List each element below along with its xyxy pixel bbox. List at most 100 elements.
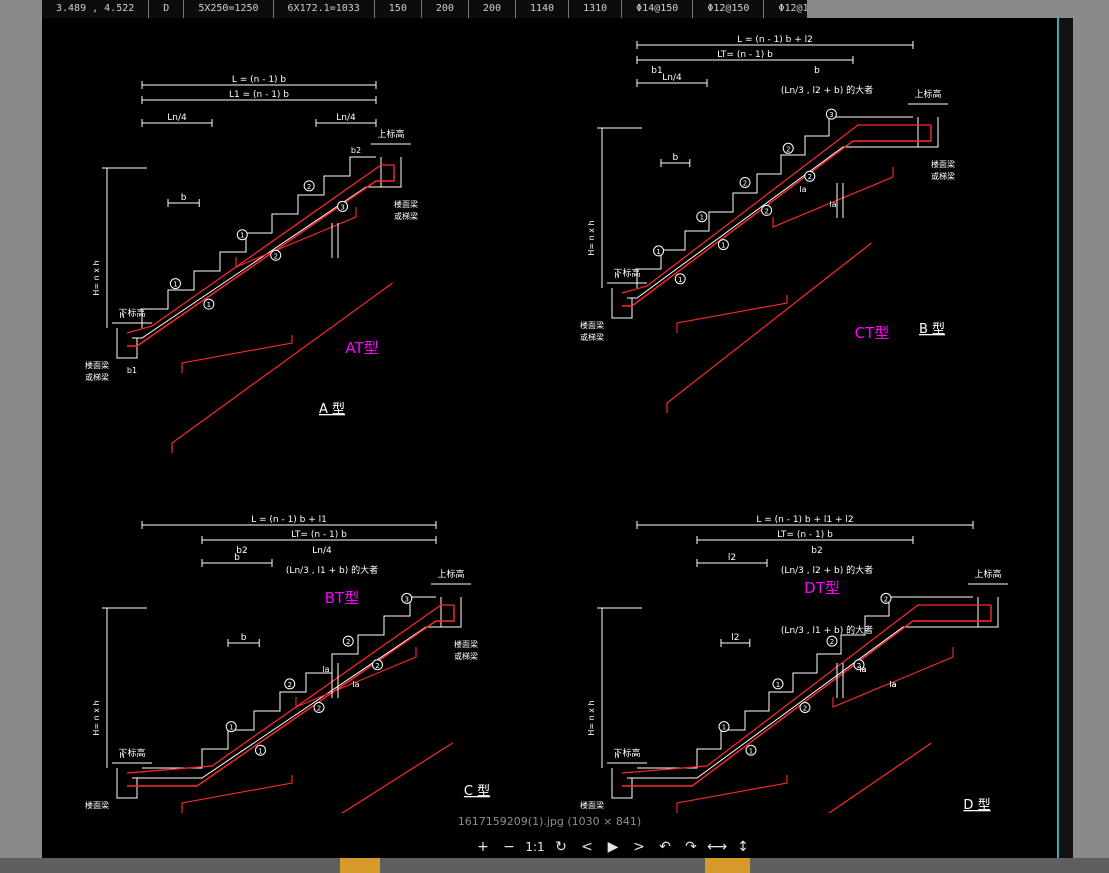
beam-label: 或梯梁 xyxy=(85,372,109,382)
panel-caption: B 型 xyxy=(919,322,945,337)
refresh-icon[interactable]: ↻ xyxy=(555,839,567,855)
dimension-label: (Ln/3 , l1 + b) 的大者 xyxy=(286,564,378,576)
rebar-marker-label: 2 xyxy=(764,207,768,215)
riser-label: h xyxy=(119,751,124,760)
viewer-toolbar: + − 1:1 ↻ < ▶ > ↶ ↷ ⟷ ↕ xyxy=(472,836,754,858)
rebar-marker xyxy=(772,678,784,690)
upper-elevation-label: 上标高 xyxy=(377,128,404,140)
height-label: H= n x h xyxy=(587,700,596,735)
header-cell: 200 xyxy=(422,0,469,18)
anchorage-label: la xyxy=(352,680,359,689)
beam-label: 楼面梁 xyxy=(394,199,418,209)
rebar-marker xyxy=(799,702,811,713)
rebar-marker xyxy=(718,721,730,733)
rebar-marker xyxy=(696,211,708,223)
zoom-out-button[interactable]: − xyxy=(503,839,515,855)
zoom-in-button[interactable]: + xyxy=(477,839,489,855)
rebar-bottom xyxy=(127,605,455,787)
rebar-marker-label: 1 xyxy=(700,214,704,222)
rebar-top xyxy=(126,164,394,334)
rebar-marker-label: 1 xyxy=(776,681,780,689)
header-cell: 200 xyxy=(469,0,516,18)
next-button[interactable]: > xyxy=(633,839,645,855)
beam-label: 楼面梁 xyxy=(580,800,604,810)
lower-beam xyxy=(116,328,138,359)
dimension-label: b xyxy=(241,633,247,643)
lower-beam xyxy=(116,768,138,799)
rebar-marker-label: 3 xyxy=(340,203,344,211)
dimension-label: (Ln/3 , l2 + b) 的大者 xyxy=(781,84,873,96)
rebar-bottom xyxy=(127,165,395,347)
riser-label: h xyxy=(614,271,619,280)
dimension-label: b xyxy=(234,553,240,563)
rebar-marker-label: 2 xyxy=(375,662,379,670)
anchorage-label: la xyxy=(322,665,329,674)
height-label: H= n x h xyxy=(92,260,101,295)
anchorage-label: la xyxy=(889,680,896,689)
rotate-right-icon[interactable]: ↷ xyxy=(685,839,697,855)
background-window-edge xyxy=(705,858,750,873)
rebar-marker-label: 2 xyxy=(803,705,807,713)
rebar-marker xyxy=(853,659,865,671)
rebar-detail xyxy=(171,282,393,453)
beam-label: 楼面梁 xyxy=(580,320,604,330)
dimension-label: b1 xyxy=(651,66,662,76)
dimension-label: l2 xyxy=(728,553,736,563)
rebar-marker-label: 1 xyxy=(240,232,244,240)
rebar-top xyxy=(621,604,991,774)
slab-soffit xyxy=(627,146,923,299)
upper-beam xyxy=(917,117,939,148)
rebar-marker-label: 2 xyxy=(743,180,747,188)
dimension-label: Ln/4 xyxy=(312,546,332,556)
previous-button[interactable]: < xyxy=(581,839,593,855)
beam-label: 楼面梁 xyxy=(85,800,109,810)
window-edge xyxy=(1058,18,1073,858)
rebar-marker xyxy=(761,204,773,216)
height-label: H= n x h xyxy=(92,700,101,735)
upper-beam xyxy=(977,597,999,628)
rebar-marker-label: 2 xyxy=(830,638,834,646)
dimension-label: L = (n - 1) b + l1 + l2 xyxy=(756,515,853,525)
header-cell: 3.489 , 4.522 xyxy=(42,0,150,18)
rebar-marker-label: 1 xyxy=(229,724,233,732)
rebar-detail xyxy=(181,775,293,813)
stair-outline xyxy=(142,596,436,769)
rebar-marker xyxy=(284,678,296,690)
rebar-marker xyxy=(303,180,315,192)
dimension-label: b xyxy=(814,66,820,76)
dimension-label: b xyxy=(673,153,679,163)
rebar-bottom xyxy=(622,125,932,307)
rotate-left-icon[interactable]: ↶ xyxy=(659,839,671,855)
beam-label: 或梯梁 xyxy=(394,211,418,221)
rebar-detail xyxy=(832,647,954,708)
rebar-marker-label: 1 xyxy=(656,248,660,256)
lower-beam xyxy=(611,768,633,799)
rebar-marker xyxy=(826,635,838,647)
actual-size-button[interactable]: 1:1 xyxy=(525,840,545,854)
rebar-marker-label: 1 xyxy=(721,242,725,250)
rebar-marker xyxy=(313,702,325,713)
image-caption: 1617159209(1).jpg (1030 × 841) xyxy=(457,815,642,828)
header-cell: 1310 xyxy=(569,0,623,18)
header-cell: 150 xyxy=(375,0,422,18)
flip-horizontal-icon[interactable]: ⟷ xyxy=(706,839,728,855)
lower-elevation-label: 下标高 xyxy=(118,747,145,759)
rebar-marker xyxy=(225,721,237,733)
rebar-marker-label: 1 xyxy=(749,747,753,755)
upper-elevation-label: 上标高 xyxy=(914,88,941,100)
rebar-detail xyxy=(341,742,453,813)
stair-type-label: CT型 xyxy=(855,324,890,342)
flip-vertical-icon[interactable]: ↕ xyxy=(737,839,749,855)
rebar-marker-label: 3 xyxy=(829,111,833,119)
play-button[interactable]: ▶ xyxy=(607,839,619,855)
rebar-marker xyxy=(825,108,837,120)
beam-label: 或梯梁 xyxy=(85,812,109,813)
dimension-label: L1 = (n - 1) b xyxy=(229,90,289,100)
dimension-label: b2 xyxy=(351,146,361,155)
rebar-marker-label: 2 xyxy=(884,595,888,603)
slab-soffit xyxy=(132,626,446,779)
rebar-marker-label: 1 xyxy=(207,301,211,309)
beam-label: 楼面梁 xyxy=(931,159,955,169)
